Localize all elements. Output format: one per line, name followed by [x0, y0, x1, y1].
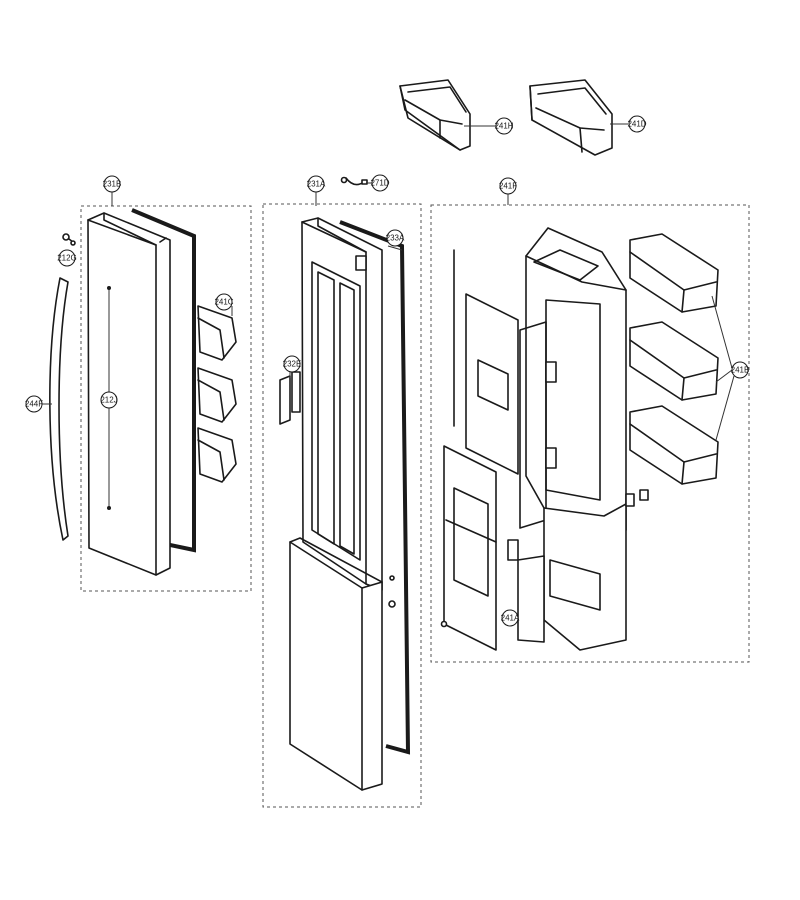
center-door-upper: [301, 217, 383, 591]
callout-241B: 241B: [731, 361, 750, 379]
svg-text:244F: 244F: [25, 400, 43, 409]
callout-241H: 241H: [494, 117, 514, 135]
callout-244F: 244F: [25, 395, 43, 413]
svg-text:212J: 212J: [100, 396, 117, 405]
svg-text:241H: 241H: [494, 122, 513, 131]
svg-text:241A: 241A: [501, 614, 520, 623]
callout-233A: 233A: [386, 229, 405, 247]
small-clips: [625, 489, 649, 507]
group-box-right-door: [430, 204, 750, 663]
svg-text:241D: 241D: [627, 120, 646, 129]
left-door-bins: [197, 305, 237, 483]
svg-text:231B: 231B: [103, 180, 122, 189]
callout-271D: 271D: [370, 174, 390, 192]
callout-231B: 231B: [103, 175, 122, 193]
right-door-bins: [629, 233, 719, 485]
callout-212G: 212G: [57, 249, 77, 267]
door-handle-244F: [49, 277, 69, 541]
svg-text:271D: 271D: [370, 179, 389, 188]
callout-241F: 241F: [499, 177, 517, 195]
callout-231A: 231A: [307, 175, 326, 193]
callout-241D: 241D: [627, 115, 647, 133]
svg-text:241F: 241F: [499, 182, 517, 191]
bin-241H: [399, 79, 471, 151]
callout-212J: 212J: [100, 391, 118, 409]
door-liner: [507, 227, 627, 651]
wire-271D: [340, 176, 368, 186]
dispenser-cover: [465, 293, 519, 475]
svg-text:231A: 231A: [307, 180, 326, 189]
callout-241A: 241A: [501, 609, 520, 627]
callout-241C: 241C: [214, 293, 234, 311]
center-door-gasket: [339, 220, 411, 755]
svg-text:232E: 232E: [283, 360, 302, 369]
svg-text:241B: 241B: [731, 366, 750, 375]
group-box-center-door: [262, 203, 422, 808]
dispenser-panel: [440, 445, 497, 651]
left-door-panel: [87, 212, 171, 576]
group-box-left-door: [80, 205, 252, 592]
control-panel-232E: [279, 371, 301, 425]
center-door-lower: [289, 537, 396, 791]
bin-241D: [529, 79, 613, 156]
svg-text:241C: 241C: [214, 298, 233, 307]
svg-text:212G: 212G: [57, 254, 77, 263]
svg-text:233A: 233A: [386, 234, 405, 243]
screw-212G: [62, 233, 76, 246]
callout-232E: 232E: [283, 355, 302, 373]
